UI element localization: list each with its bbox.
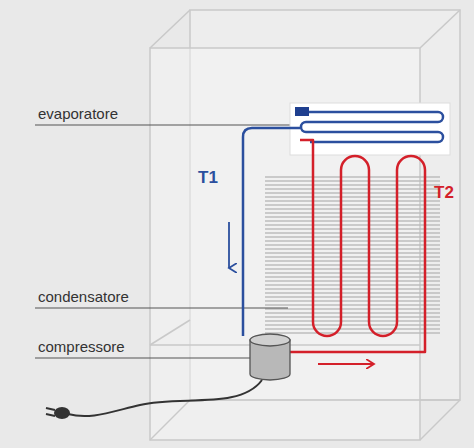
leader-line <box>35 125 300 358</box>
compressor <box>250 334 290 380</box>
part-label: compressore <box>38 338 125 356</box>
power-plug <box>46 407 70 419</box>
condenser-grill <box>265 175 440 335</box>
condenser-coil <box>288 140 425 352</box>
fridge-cabinet <box>150 10 460 440</box>
power-cable <box>68 380 262 416</box>
evaporator-coil <box>301 112 443 142</box>
suction-pipe <box>243 128 300 336</box>
part-label: condensatore <box>38 288 129 306</box>
flow-label: T1 <box>198 168 218 188</box>
capillary-valve <box>295 107 309 116</box>
flow-label: T2 <box>434 183 454 203</box>
part-label: evaporatore <box>38 105 118 123</box>
flow-arrow <box>228 222 230 268</box>
flow-arrow <box>318 363 374 365</box>
